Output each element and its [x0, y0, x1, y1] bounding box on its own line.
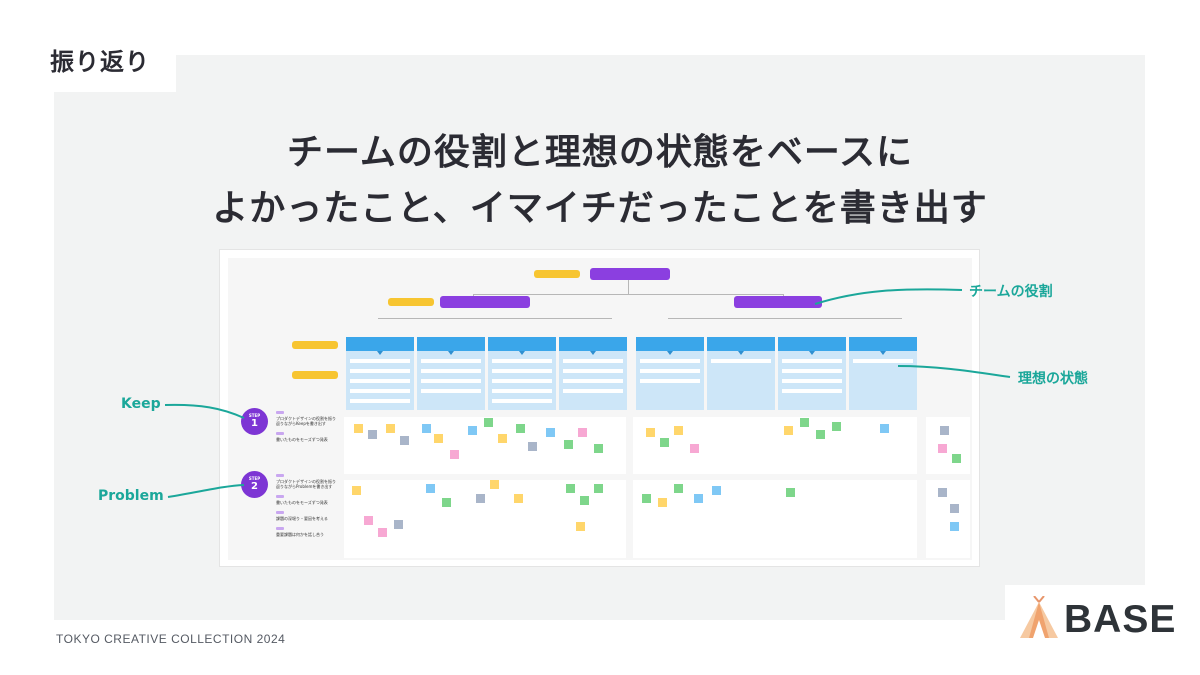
step-2-discuss: 重要課題は何かを話し合う — [276, 532, 324, 537]
sticky-note — [658, 498, 667, 507]
sticky-note — [800, 418, 809, 427]
sticky-note — [490, 480, 499, 489]
tree-connector — [473, 294, 783, 295]
sticky-note — [450, 450, 459, 459]
footer-event-name: TOKYO CREATIVE COLLECTION 2024 — [56, 632, 286, 646]
sticky-note — [514, 494, 523, 503]
sticky-note — [442, 498, 451, 507]
sticky-note — [832, 422, 841, 431]
sticky-note — [880, 424, 889, 433]
sticky-note — [422, 424, 431, 433]
step-2-dig: 課題の深堀り・要因を考える — [276, 516, 328, 521]
sticky-note — [434, 434, 443, 443]
sticky-note — [400, 436, 409, 445]
sticky-note — [950, 504, 959, 513]
sticky-note — [786, 488, 795, 497]
base-tent-logo-icon — [1020, 596, 1058, 638]
sticky-note — [546, 428, 555, 437]
sticky-note — [660, 438, 669, 447]
sticky-note — [690, 444, 699, 453]
sticky-note — [950, 522, 959, 531]
board-label-pill — [388, 298, 434, 306]
sticky-note — [528, 442, 537, 451]
problem-lane-right — [633, 480, 917, 558]
tree-connector — [628, 280, 629, 294]
sticky-note — [576, 522, 585, 531]
sticky-note — [594, 444, 603, 453]
sticky-note — [516, 424, 525, 433]
role-column — [559, 337, 627, 410]
sticky-note — [580, 496, 589, 505]
role-column — [488, 337, 556, 410]
step-1-instruction: プロダクトデザインの役割を振り返りながらKeepを書き出す — [276, 416, 336, 426]
row-label-ideal — [292, 371, 338, 379]
step-tag — [276, 411, 284, 414]
sticky-note — [564, 440, 573, 449]
sticky-note — [566, 484, 575, 493]
step-tag — [276, 474, 284, 477]
sticky-note — [938, 444, 947, 453]
sticky-note — [694, 494, 703, 503]
base-logo-text: BASE — [1064, 598, 1177, 641]
row-label-role — [292, 341, 338, 349]
step-tag — [276, 511, 284, 514]
sticky-note — [674, 484, 683, 493]
annotation-team-role: チームの役割 — [969, 284, 1053, 300]
section-tag — [30, 38, 176, 92]
sticky-note — [386, 424, 395, 433]
sticky-note — [642, 494, 651, 503]
role-column — [849, 337, 917, 410]
sticky-note — [646, 428, 655, 437]
whiteboard-canvas — [228, 258, 972, 560]
sticky-note — [426, 484, 435, 493]
annotation-problem: Problem — [98, 488, 164, 504]
sticky-note — [712, 486, 721, 495]
section-title: 振り返り — [50, 48, 150, 76]
step-tag — [276, 527, 284, 530]
board-label-pill — [534, 270, 580, 278]
step-2-share: 書いたものをモーズずつ発表 — [276, 500, 328, 505]
role-column — [346, 337, 414, 410]
sticky-note — [484, 418, 493, 427]
headline-line-2: よかったこと、イマイチだったことを書き出す — [212, 188, 988, 229]
sticky-note — [468, 426, 477, 435]
tree-connector — [378, 318, 612, 319]
problem-lane-left — [344, 480, 626, 558]
sticky-note — [594, 484, 603, 493]
role-column — [636, 337, 704, 410]
team-node-right — [734, 296, 822, 308]
problem-lane-extra — [926, 480, 970, 558]
step-2-instruction: プロダクトデザインの役割を振り返りながらProblemを書き出す — [276, 479, 336, 489]
sticky-note — [352, 486, 361, 495]
sticky-note — [364, 516, 373, 525]
tree-connector — [668, 318, 902, 319]
sticky-note — [394, 520, 403, 529]
headline-line-1: チームの役割と理想の状態をベースに — [286, 132, 914, 173]
role-column — [778, 337, 846, 410]
sticky-note — [368, 430, 377, 439]
sticky-note — [476, 494, 485, 503]
annotation-ideal-state: 理想の状態 — [1018, 371, 1088, 387]
role-column — [417, 337, 485, 410]
sticky-note — [378, 528, 387, 537]
sticky-note — [784, 426, 793, 435]
board-root-node — [590, 268, 670, 280]
sticky-note — [940, 426, 949, 435]
sticky-note — [674, 426, 683, 435]
annotation-keep: Keep — [121, 396, 161, 412]
sticky-note — [938, 488, 947, 497]
sticky-note — [578, 428, 587, 437]
role-column — [707, 337, 775, 410]
sticky-note — [816, 430, 825, 439]
step-tag — [276, 432, 284, 435]
team-node-left — [440, 296, 530, 308]
sticky-note — [952, 454, 961, 463]
step-tag — [276, 495, 284, 498]
sticky-note — [354, 424, 363, 433]
step-1-share: 書いたものをモーズずつ発表 — [276, 437, 328, 442]
sticky-note — [498, 434, 507, 443]
